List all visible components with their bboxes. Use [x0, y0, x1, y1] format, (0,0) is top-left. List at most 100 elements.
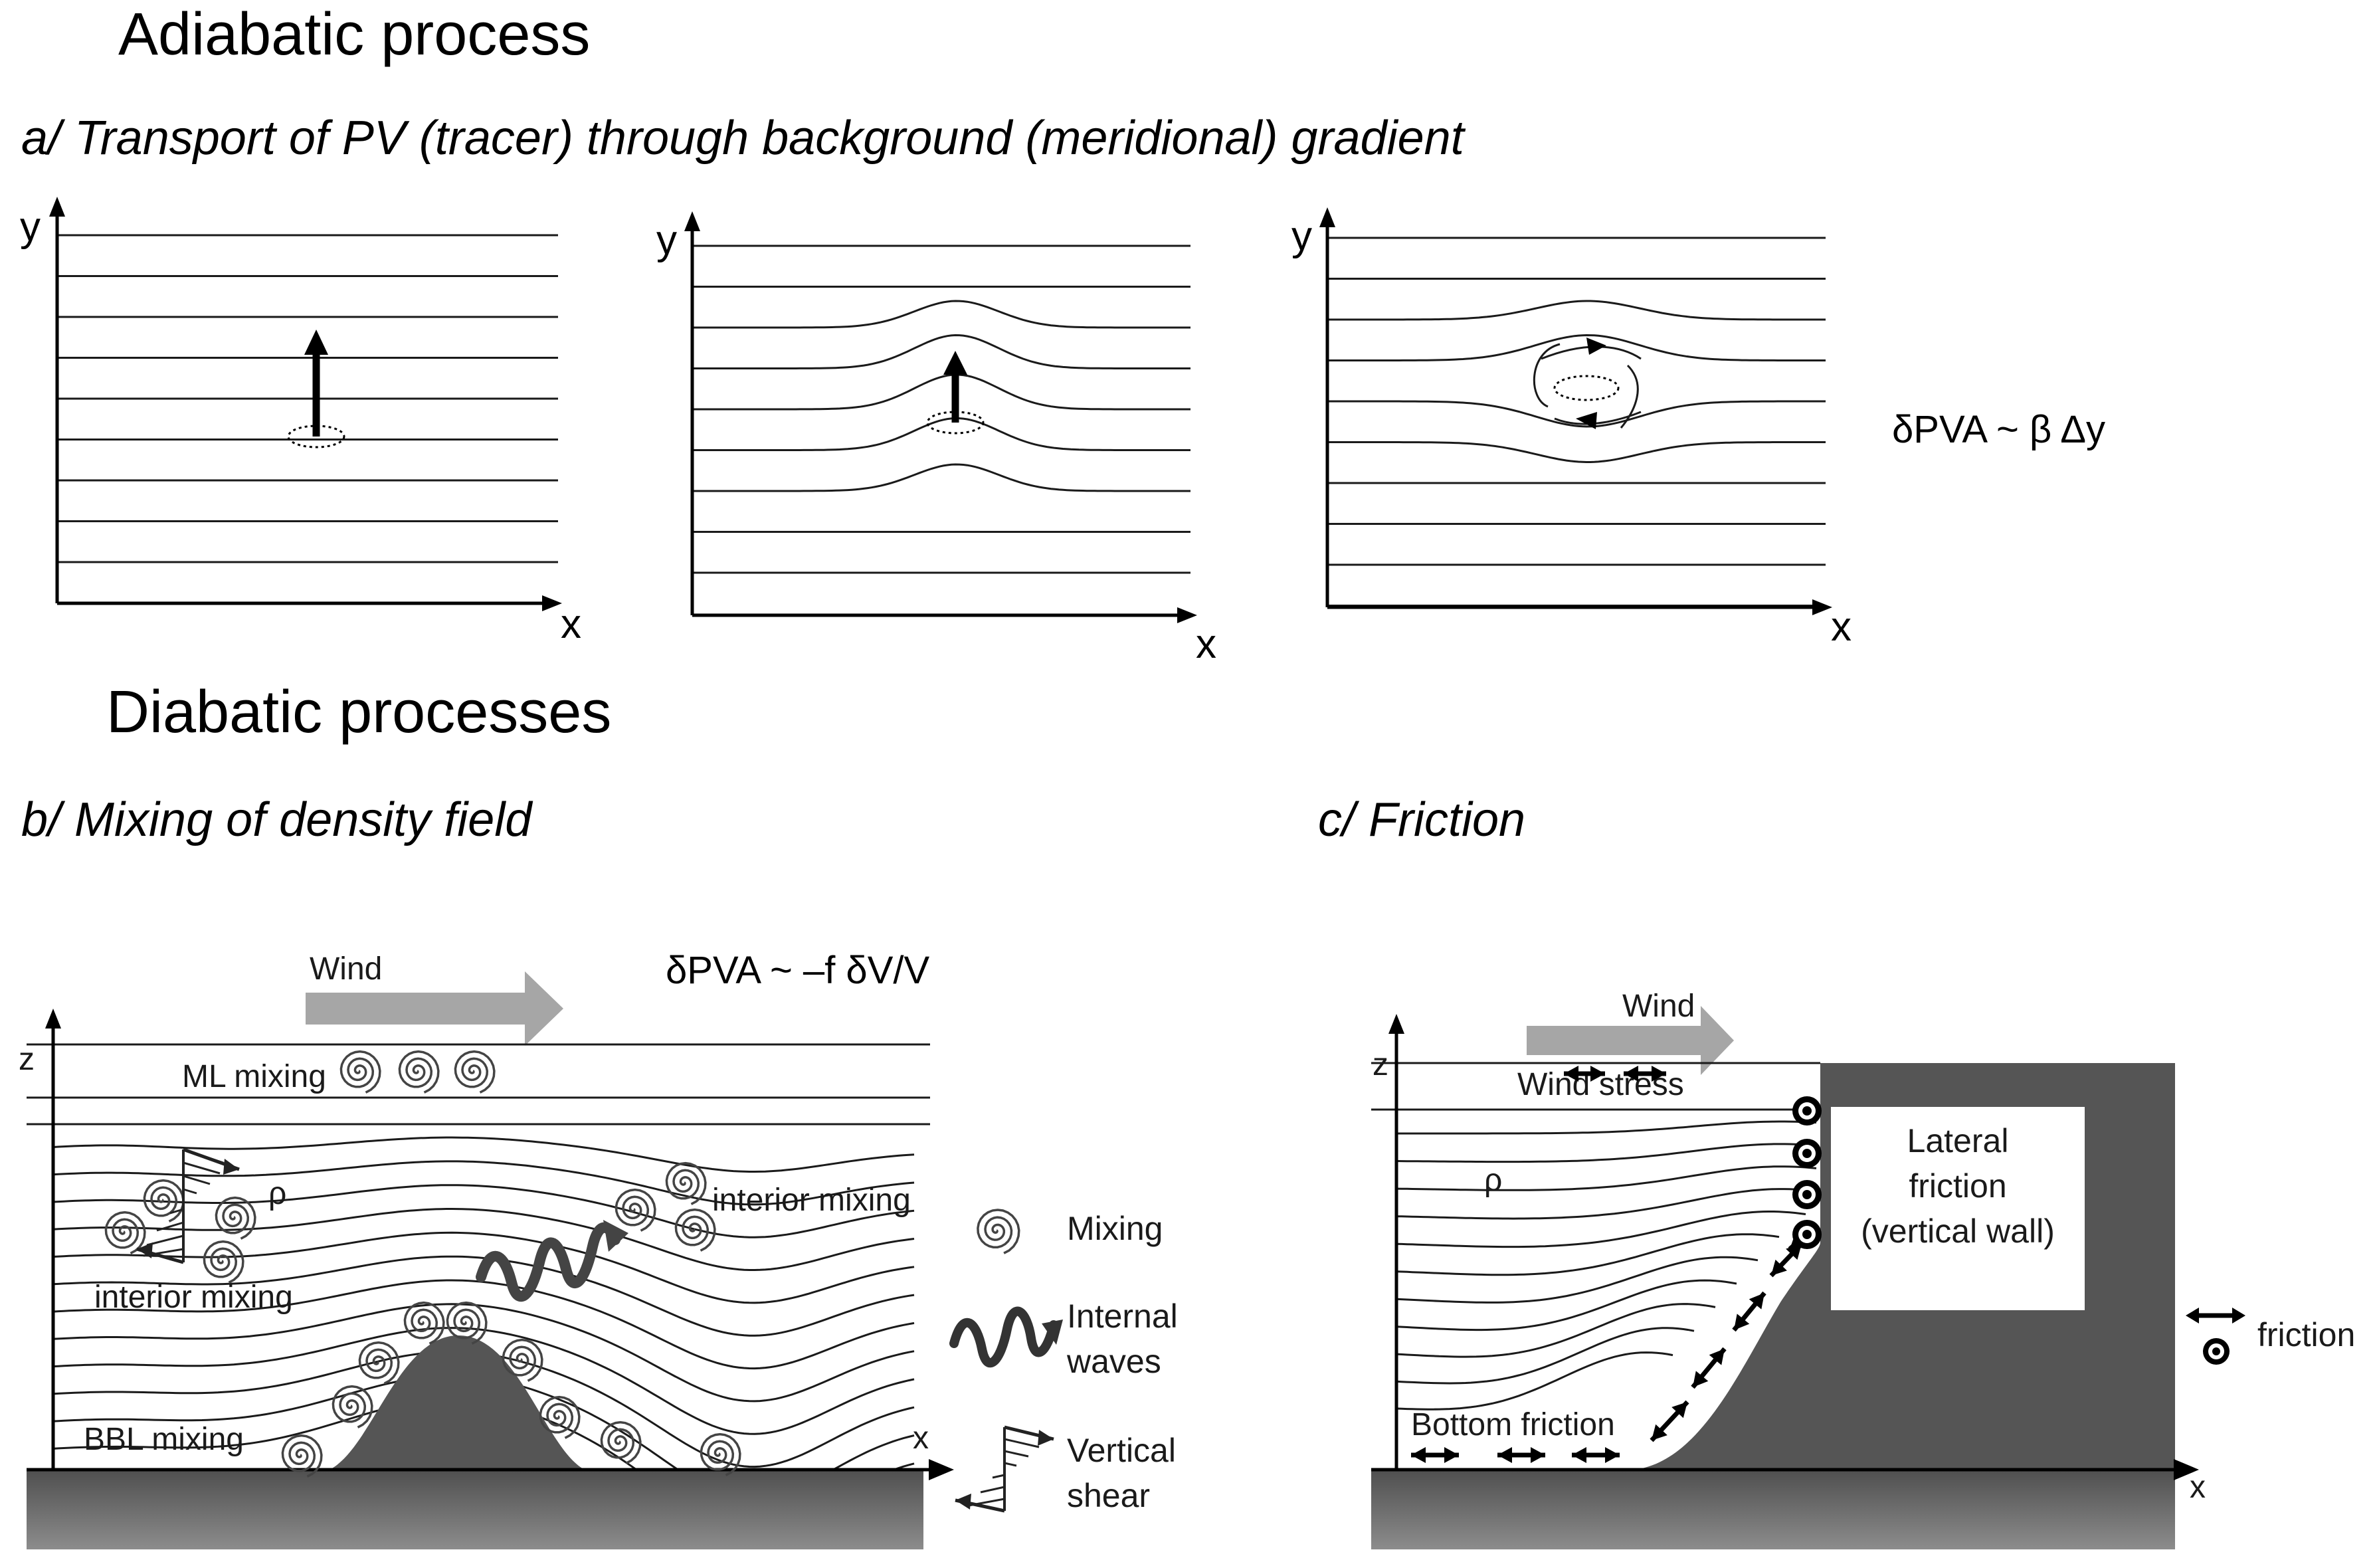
- mixing-swirl-icon: [700, 1432, 741, 1476]
- parcel-ellipse: [287, 425, 345, 448]
- density-contours: [1371, 1062, 1820, 1411]
- panel-a-plot-3: y x: [1291, 207, 1852, 650]
- mixing-swirl-icon: [398, 1050, 440, 1094]
- mixing-swirl-icon: [215, 1196, 256, 1240]
- friction-symbols: [1411, 1066, 1822, 1463]
- y-label: y: [1291, 213, 1312, 259]
- contour-line: [1396, 1303, 1716, 1358]
- legend-vertical-shear-line1: Vertical: [1067, 1432, 1176, 1469]
- mixing-swirl-icon: [104, 1211, 146, 1254]
- y-axis-arrowhead: [49, 197, 65, 217]
- panel-a-plot-1: y x: [20, 197, 581, 647]
- lateral-friction-line2: friction: [1909, 1167, 2006, 1205]
- contour-line: [1396, 1143, 1817, 1163]
- mixing-swirl-icon: [446, 1301, 488, 1345]
- mixing-swirl-icon: [203, 1240, 244, 1284]
- y-label: y: [20, 204, 41, 250]
- bottom-friction-label: Bottom friction: [1411, 1407, 1615, 1442]
- heading-adiabatic: Adiabatic process: [118, 1, 590, 68]
- mixing-swirl-icon: [600, 1421, 642, 1464]
- mixing-swirl-icon: [615, 1188, 656, 1232]
- double-arrow-head: [1671, 1402, 1687, 1419]
- double-arrow-head: [1590, 1066, 1605, 1082]
- double-arrow-head: [1709, 1349, 1725, 1365]
- wind-label: Wind: [310, 951, 382, 987]
- panel-b: δPVA ~ –f δV/V Wind z x ρ ML mix: [19, 949, 954, 1549]
- bbl-mixing-label: BBL mixing: [84, 1422, 244, 1457]
- x-axis-arrowhead: [542, 595, 562, 611]
- rho-label: ρ: [268, 1176, 286, 1211]
- x-axis-arrowhead: [1812, 599, 1832, 615]
- out-of-page-friction-symbol: [1792, 1139, 1822, 1168]
- internal-wave-arrowhead: [603, 1220, 628, 1252]
- displacement-arrowhead: [304, 330, 328, 355]
- internal-wave: [476, 1222, 620, 1302]
- rho-label: ρ: [1484, 1163, 1502, 1198]
- contour-line: [52, 1184, 915, 1238]
- legend-internal-waves-line2: waves: [1066, 1343, 1161, 1380]
- panel-a: y x y x y x: [20, 197, 2105, 667]
- contour-line: [1327, 334, 1826, 361]
- friction-legend-label: friction: [2257, 1316, 2355, 1353]
- contour-line: [1396, 1233, 1780, 1276]
- x-label: x: [913, 1421, 929, 1456]
- interior-mixing-right-label: interior mixing: [712, 1183, 911, 1218]
- x-label: x: [2190, 1470, 2206, 1505]
- double-arrow-head: [1624, 1066, 1638, 1082]
- double-arrow-head: [1771, 1259, 1787, 1276]
- z-axis-arrowhead: [45, 1009, 61, 1029]
- contour-line: [692, 300, 1190, 329]
- x-axis-arrowhead: [1177, 607, 1197, 623]
- double-arrow-friction-symbol: [1691, 1347, 1727, 1389]
- x-label: x: [561, 601, 581, 647]
- double-arrow-head: [1531, 1447, 1545, 1463]
- contour-line: [52, 1136, 915, 1173]
- out-of-page-friction-symbol: [1792, 1180, 1822, 1209]
- double-arrow-head: [1652, 1066, 1666, 1082]
- double-arrow-head: [1444, 1447, 1459, 1463]
- legend-vertical-shear-line2: shear: [1067, 1477, 1150, 1514]
- symbol-dot: [1802, 1230, 1812, 1239]
- legend-internal-wave: [949, 1306, 1058, 1368]
- legend-mixing-swirl: [977, 1209, 1020, 1254]
- double-arrow-head: [1605, 1447, 1620, 1463]
- lateral-friction-line3: (vertical wall): [1861, 1213, 2055, 1250]
- panel-b-legend: Mixing Internal waves Vertical shear: [949, 1209, 1178, 1514]
- contour-line: [1327, 400, 1826, 428]
- contour-line: [52, 1231, 915, 1304]
- contour-line: [1396, 1256, 1759, 1304]
- double-arrow-head: [1734, 1314, 1750, 1330]
- contour-line: [1396, 1165, 1817, 1191]
- symbol-dot: [1802, 1149, 1812, 1158]
- legend-vertical-shear-symbol: [955, 1425, 1054, 1513]
- contour-line: [52, 1160, 915, 1206]
- y-axis-arrowhead: [1319, 207, 1335, 227]
- contour-line: [1396, 1327, 1695, 1385]
- contour-line: [1396, 1211, 1806, 1248]
- double-arrow-friction-symbol: [1650, 1400, 1689, 1442]
- eddy-core-ellipse: [1553, 375, 1620, 401]
- double-arrow-head: [1749, 1293, 1764, 1310]
- out-of-page-friction-symbol: [1792, 1220, 1822, 1249]
- mixing-swirls: [104, 1050, 741, 1478]
- legend-mixing-label: Mixing: [1067, 1210, 1163, 1247]
- double-arrow-head: [1572, 1447, 1586, 1463]
- contour-line: [52, 1208, 915, 1271]
- double-arrow-friction-symbol: [1572, 1447, 1620, 1463]
- contour-line: [52, 1279, 915, 1370]
- contour-line: [1327, 441, 1826, 463]
- panel-a-formula: δPVA ~ β Δy: [1892, 408, 2105, 451]
- double-arrow-head: [1693, 1371, 1709, 1387]
- x-axis-arrowhead: [929, 1459, 954, 1480]
- mixing-swirl-icon: [332, 1385, 373, 1428]
- mixing-swirl-icon: [502, 1338, 543, 1382]
- x-axis-arrowhead: [2174, 1459, 2199, 1480]
- ground: [1371, 1470, 2175, 1549]
- vertical-shear-symbol: [136, 1147, 240, 1264]
- mixing-swirl-icon: [665, 1161, 707, 1205]
- contour-lines: [1327, 237, 1826, 607]
- mixing-swirl-icon: [403, 1301, 445, 1345]
- contour-line: [52, 1303, 915, 1403]
- contour-line: [1396, 1351, 1673, 1411]
